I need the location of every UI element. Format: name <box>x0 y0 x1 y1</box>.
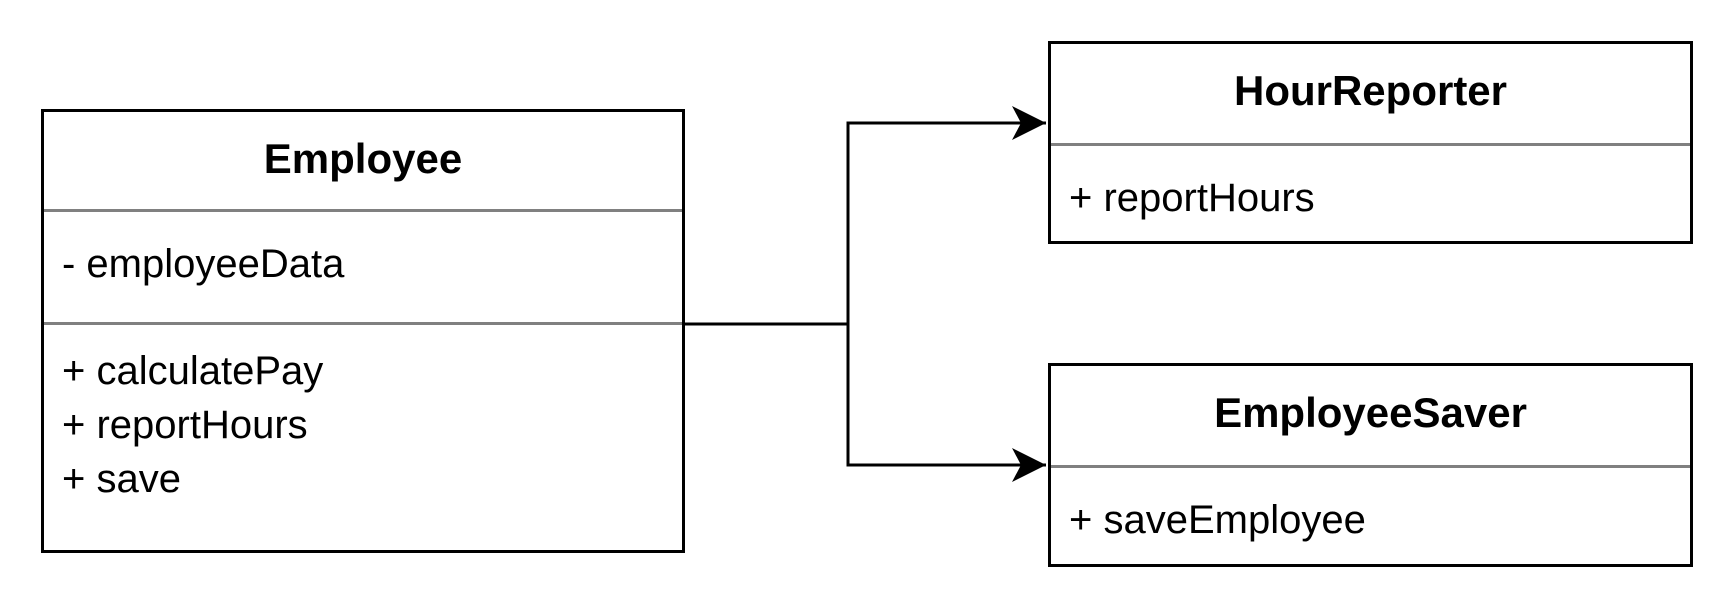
class-name: HourReporter <box>1233 67 1508 114</box>
operations-section: + reportHours <box>1051 143 1690 218</box>
class-name: Employee <box>263 135 463 182</box>
operations-section: + calculatePay + reportHours + save <box>44 322 682 513</box>
operation-report-hours: + reportHours <box>1069 176 1315 220</box>
class-employee[interactable]: Employee - employeeData + calculatePay +… <box>41 109 685 553</box>
relation-employee-to-hourreporter <box>685 106 1046 326</box>
attribute-employee-data: - employeeData <box>62 242 345 286</box>
operations-section: + saveEmployee <box>1051 465 1690 540</box>
attributes-section: - employeeData <box>44 209 682 322</box>
operation-report-hours: + reportHours <box>62 403 308 447</box>
class-employee-saver[interactable]: EmployeeSaver + saveEmployee <box>1048 363 1693 567</box>
relation-employee-to-employeesaver <box>846 324 1046 482</box>
operation-save-employee: + saveEmployee <box>1069 498 1366 542</box>
operation-save: + save <box>62 457 181 501</box>
class-hour-reporter[interactable]: HourReporter + reportHours <box>1048 41 1693 244</box>
operation-calculate-pay: + calculatePay <box>62 349 324 393</box>
class-name: EmployeeSaver <box>1214 389 1527 436</box>
